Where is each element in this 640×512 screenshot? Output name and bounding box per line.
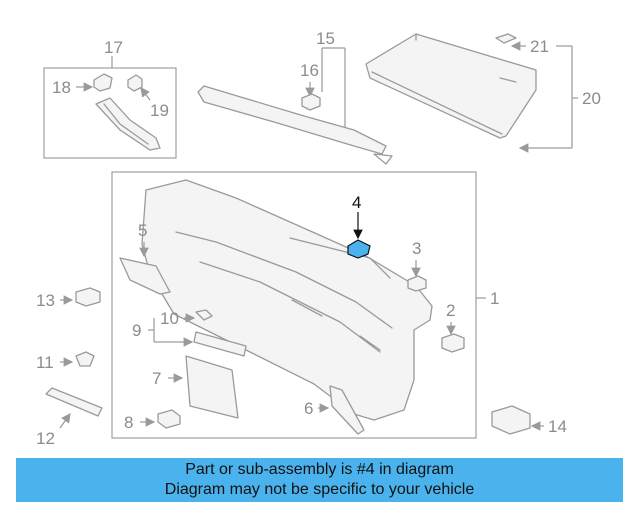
callout-16[interactable]: 16: [300, 61, 319, 80]
group-1-box: [111, 171, 477, 439]
part-20-cargo-cover[interactable]: [365, 33, 537, 139]
callout-4[interactable]: 4: [352, 193, 361, 212]
part-9-retainer[interactable]: [193, 331, 247, 357]
callout-1[interactable]: 1: [490, 289, 499, 308]
loose-parts: 13 11 12 14: [36, 287, 567, 448]
part-17-trim[interactable]: [95, 97, 161, 151]
callout-21[interactable]: 21: [530, 37, 549, 56]
part-3-clip[interactable]: [407, 275, 427, 292]
callout-9[interactable]: 9: [132, 321, 141, 340]
part-8-clip[interactable]: [157, 409, 181, 429]
part-16-clip[interactable]: [301, 93, 321, 111]
part-10-clip[interactable]: [195, 309, 213, 321]
part-7-cover[interactable]: [185, 355, 239, 419]
callout-5[interactable]: 5: [138, 221, 147, 240]
callout-18[interactable]: 18: [52, 78, 71, 97]
banner-line-2: Diagram may not be specific to your vehi…: [164, 481, 475, 498]
part-19-clip[interactable]: [127, 74, 143, 92]
parts-diagram: 17 18 19 15 16 21 20: [36, 29, 601, 448]
part-12-strip[interactable]: [45, 387, 103, 417]
part-5-bracket[interactable]: [119, 257, 171, 295]
callout-12[interactable]: 12: [36, 429, 55, 448]
callout-20[interactable]: 20: [582, 89, 601, 108]
callout-6[interactable]: 6: [304, 399, 313, 418]
callout-14[interactable]: 14: [548, 417, 567, 436]
part-2-clip[interactable]: [441, 333, 465, 353]
part-15-weatherstrip[interactable]: [197, 85, 387, 155]
group-17-box: [43, 67, 177, 159]
callout-8[interactable]: 8: [124, 413, 133, 432]
group-17: 17 18 19: [43, 38, 177, 159]
part-21-bracket[interactable]: [495, 33, 517, 44]
group-15: 15 16: [197, 29, 393, 165]
part-18-clip[interactable]: [93, 73, 113, 92]
callout-11[interactable]: 11: [36, 353, 54, 372]
callout-15[interactable]: 15: [316, 29, 335, 48]
callout-19[interactable]: 19: [150, 101, 169, 120]
callout-3[interactable]: 3: [412, 239, 421, 258]
part-4-clip[interactable]: [347, 239, 371, 259]
group-20: 21 20: [365, 33, 601, 153]
part-14-bracket[interactable]: [491, 405, 531, 435]
part-13-clip[interactable]: [75, 287, 101, 307]
group-1: 1 4 3 2 5 10 9 7 8: [111, 171, 499, 439]
part-11-screw[interactable]: [75, 351, 95, 367]
callout-2[interactable]: 2: [446, 301, 455, 320]
callout-17[interactable]: 17: [104, 38, 123, 57]
banner-line-1: Part or sub-assembly is #4 in diagram: [185, 461, 454, 478]
part-1-trim-panel[interactable]: [141, 179, 433, 421]
info-banner: Part or sub-assembly is #4 in diagram Di…: [16, 458, 623, 502]
part-6-bracket[interactable]: [329, 385, 365, 435]
callout-7[interactable]: 7: [152, 369, 161, 388]
callout-10[interactable]: 10: [160, 309, 179, 328]
callout-13[interactable]: 13: [36, 291, 55, 310]
